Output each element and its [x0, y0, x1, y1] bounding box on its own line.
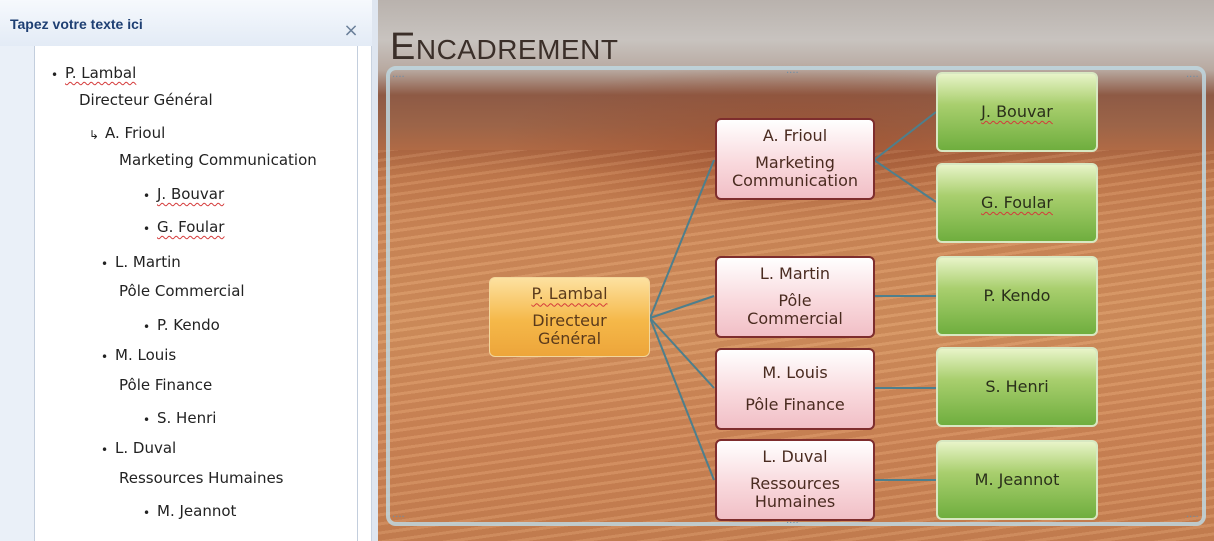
org-node-staff[interactable]: P. Kendo	[936, 256, 1098, 336]
text-pane-editor[interactable]: • P. Lambal Directeur Général ↳ A. Friou…	[34, 46, 358, 541]
org-node-staff[interactable]: J. Bouvar	[936, 72, 1098, 152]
node-role: Humaines	[754, 492, 836, 512]
bullet-icon: •	[51, 68, 59, 82]
outline-line[interactable]: M. Louis	[115, 346, 177, 364]
outline-line[interactable]: Pôle Finance	[119, 376, 213, 394]
outline-line[interactable]: P. Lambal	[65, 64, 137, 82]
slide-title-initial: E	[390, 26, 416, 68]
demote-arrow-icon: ↳	[89, 128, 100, 142]
outline-line[interactable]: S. Henri	[157, 409, 217, 427]
node-role: Directeur	[532, 310, 607, 330]
node-role: Commercial	[747, 309, 843, 329]
bullet-icon: •	[101, 257, 109, 271]
node-name: P. Kendo	[983, 285, 1051, 305]
outline-line[interactable]: M. Jeannot	[157, 502, 237, 520]
bullet-icon: •	[101, 443, 109, 457]
slide-title-rest: NCADREMENT	[415, 34, 619, 65]
text-pane: Tapez votre texte ici × • P. Lambal Dire…	[0, 0, 372, 541]
node-role: Communication	[731, 171, 859, 191]
connector-line	[649, 159, 715, 319]
resize-handle-icon[interactable]: ....	[786, 65, 799, 76]
connector-line	[649, 295, 715, 319]
bullet-icon: •	[143, 506, 151, 520]
resize-handle-icon[interactable]: ....	[1186, 509, 1199, 520]
connector-line	[873, 159, 937, 203]
bullet-icon: •	[143, 413, 151, 427]
org-node-manager[interactable]: L. Duval Ressources Humaines	[715, 439, 875, 521]
connector-line	[873, 111, 937, 161]
node-name: A. Frioul	[762, 126, 828, 146]
bullet-icon: •	[101, 350, 109, 364]
resize-handle-icon[interactable]: ....	[392, 509, 405, 520]
node-role: Ressources	[749, 473, 841, 493]
org-node-staff[interactable]: M. Jeannot	[936, 440, 1098, 520]
node-role: Général	[537, 329, 602, 349]
node-role: Pôle Finance	[745, 395, 845, 414]
node-name: J. Bouvar	[981, 101, 1053, 121]
node-role: Pôle	[778, 290, 812, 310]
outline-line[interactable]: L. Duval	[115, 439, 177, 457]
connector-line	[649, 317, 715, 389]
node-name: L. Duval	[762, 447, 828, 467]
org-connectors	[649, 111, 937, 481]
slide-title[interactable]: ENCADREMENT	[390, 26, 618, 69]
outline-line[interactable]: Pôle Commercial	[119, 282, 245, 300]
outline-line[interactable]: P. Kendo	[157, 316, 220, 334]
resize-handle-icon[interactable]: ....	[1186, 69, 1199, 80]
outline-line[interactable]: Ressources Humaines	[119, 469, 284, 487]
outline-line[interactable]: Marketing Communication	[119, 151, 317, 169]
text-pane-title: Tapez votre texte ici	[10, 16, 143, 32]
node-name: P. Lambal	[531, 284, 608, 304]
outline-line[interactable]: L. Martin	[115, 253, 181, 271]
outline-line[interactable]: Directeur Général	[79, 91, 213, 109]
node-name: M. Jeannot	[974, 469, 1060, 489]
node-name: L. Martin	[759, 264, 831, 284]
bullet-icon: •	[143, 189, 151, 203]
outline-line[interactable]: A. Frioul	[105, 124, 166, 142]
close-icon[interactable]: ×	[343, 20, 359, 41]
node-name: G. Foular	[981, 192, 1053, 212]
slide-canvas[interactable]: ENCADREMENT .... .... .... .... .... ...…	[378, 0, 1214, 541]
outline-line[interactable]: J. Bouvar	[157, 185, 225, 203]
outline-line[interactable]: G. Foular	[157, 218, 225, 236]
bullet-icon: •	[143, 320, 151, 334]
node-role: Marketing	[755, 152, 835, 172]
org-node-manager[interactable]: A. Frioul Marketing Communication	[715, 118, 875, 200]
node-name: S. Henri	[985, 376, 1049, 396]
text-pane-margin	[0, 46, 34, 541]
bullet-icon: •	[143, 222, 151, 236]
resize-handle-icon[interactable]: ....	[392, 69, 405, 80]
org-node-staff[interactable]: S. Henri	[936, 347, 1098, 427]
connector-line	[649, 317, 715, 481]
text-pane-header: Tapez votre texte ici ×	[0, 0, 372, 46]
org-node-staff[interactable]: G. Foular	[936, 163, 1098, 243]
org-node-manager[interactable]: L. Martin Pôle Commercial	[715, 256, 875, 338]
node-name: M. Louis	[762, 362, 828, 382]
pane-splitter[interactable]	[372, 0, 378, 541]
org-node-root[interactable]: P. Lambal Directeur Général	[489, 277, 650, 357]
org-node-manager[interactable]: M. Louis Pôle Finance	[715, 348, 875, 430]
